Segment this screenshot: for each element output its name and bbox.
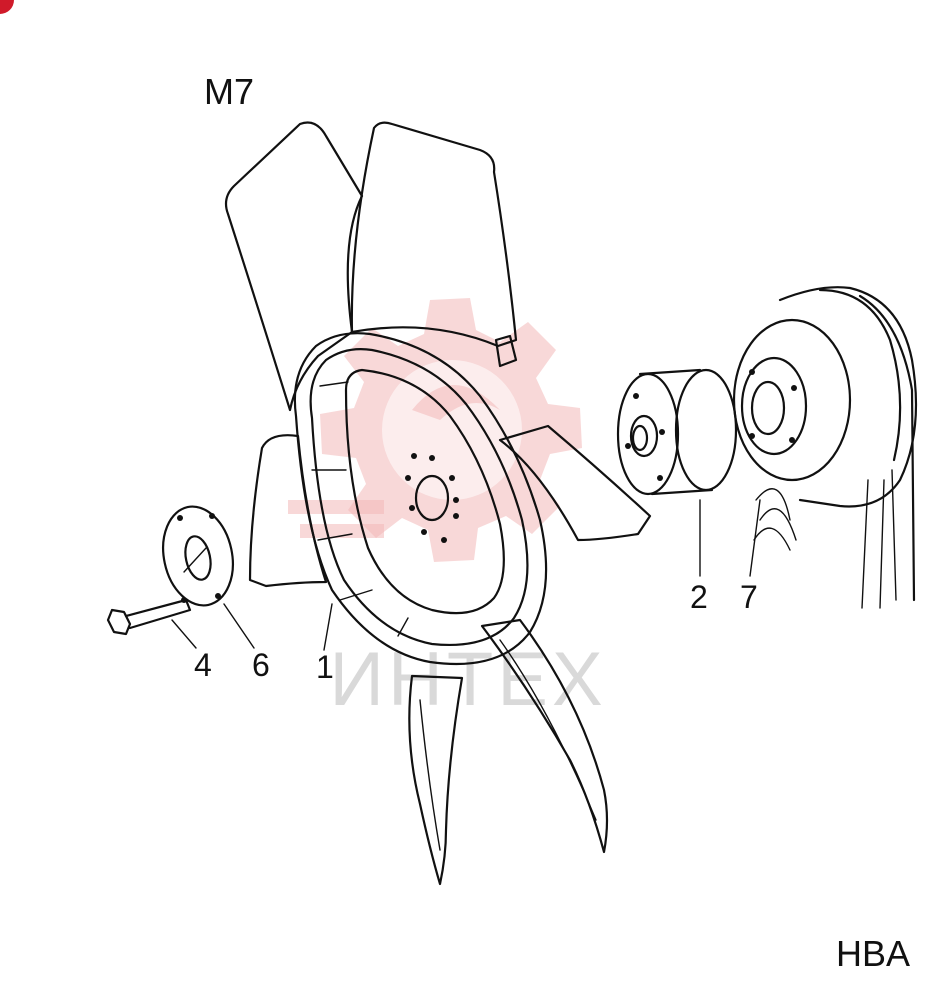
callout-7: 7 [740,579,758,615]
callout-2: 2 [690,579,708,615]
bolt [106,598,192,636]
callout-4: 4 [194,647,212,683]
spacer [616,368,738,496]
fan-blade-upper-left [224,121,364,412]
watermark-logo [288,298,582,562]
code-label: HBA [836,933,910,974]
washer [162,505,234,607]
corner-marker-icon [0,0,14,14]
fan-blade-lower-left [408,674,464,886]
fan-hub-ring [293,332,548,666]
callout-1: 1 [316,649,334,685]
fan-blade-lower-right [480,618,609,854]
callout-6: 6 [252,647,270,683]
model-label: M7 [204,71,254,112]
fan-blade-upper-center [350,121,518,368]
pulley [732,286,918,609]
leader-lines [171,499,761,651]
fan-blade-right [498,424,652,542]
watermark-text: ИНТЕХ [329,637,606,722]
